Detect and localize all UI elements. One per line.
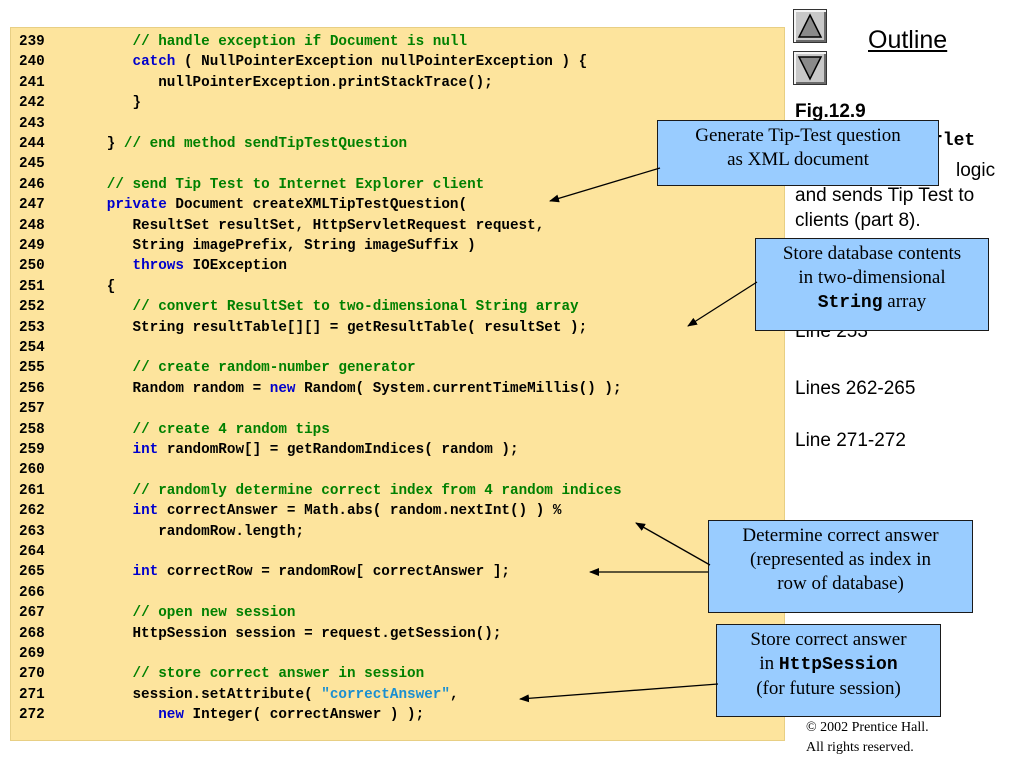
line-number: 241 xyxy=(19,74,45,91)
code-text: // open new session xyxy=(132,605,296,622)
line-number: 256 xyxy=(19,380,45,397)
code-text: nullPointerException.printStackTrace(); xyxy=(81,74,493,91)
code-text: new Integer( correctAnswer ) ); xyxy=(158,707,425,724)
line-number: 246 xyxy=(19,176,45,193)
line-number: 260 xyxy=(19,462,45,479)
line-number: 254 xyxy=(19,340,45,356)
outline-title[interactable]: Outline xyxy=(868,26,948,54)
code-text: // create 4 random tips xyxy=(132,421,330,438)
line-number: 259 xyxy=(19,442,45,458)
code-text: randomRow.length; xyxy=(81,523,305,540)
callout-generate-xml: Generate Tip-Test question as XML docume… xyxy=(657,120,939,186)
line-number: 258 xyxy=(19,421,45,438)
code-text: String imagePrefix, String imageSuffix ) xyxy=(81,238,476,254)
code-text: private Document createXMLTipTestQuestio… xyxy=(106,197,468,214)
line-number: 247 xyxy=(19,197,45,214)
line-number: 251 xyxy=(19,278,45,295)
line-number: 257 xyxy=(19,401,45,418)
code-text: } // end method sendTipTestQuestion xyxy=(81,136,408,152)
line-number: 242 xyxy=(19,95,45,112)
code-text: int randomRow[] = getRandomIndices( rand… xyxy=(132,442,519,458)
triangle-up-icon xyxy=(797,13,823,38)
callout-correct-answer: Determine correct answer (represented as… xyxy=(708,520,973,613)
line-number: 243 xyxy=(19,115,45,132)
line-number: 245 xyxy=(19,156,45,173)
code-text: catch ( NullPointerException nullPointer… xyxy=(132,54,588,71)
code-text: Random random = new Random( System.curre… xyxy=(81,380,622,397)
code-text: HttpSession session = request.getSession… xyxy=(81,625,502,642)
line-number: 250 xyxy=(19,258,45,275)
line-number: 253 xyxy=(19,319,45,336)
line-number: 244 xyxy=(19,136,45,152)
callout-store-database: Store database contents in two-dimension… xyxy=(755,238,989,331)
line-number: 271 xyxy=(19,686,45,703)
line-number: 248 xyxy=(19,217,45,234)
triangle-down-icon xyxy=(797,56,823,81)
line-number: 255 xyxy=(19,360,45,377)
code-text: { xyxy=(81,278,116,295)
line-number: 262 xyxy=(19,503,45,520)
line-number: 270 xyxy=(19,666,45,683)
line-number: 269 xyxy=(19,646,45,662)
code-text: session.setAttribute( "correctAnswer", xyxy=(81,686,459,703)
code-listing: 239 // handle exception if Document is n… xyxy=(10,27,785,741)
code-text: // randomly determine correct index from… xyxy=(132,482,622,499)
line-number: 263 xyxy=(19,523,45,540)
figure-caption: Fig.12.9 xyxy=(795,101,866,122)
line-number: 267 xyxy=(19,605,45,622)
code-text: // handle exception if Document is null xyxy=(132,34,468,50)
line-number: 266 xyxy=(19,584,45,601)
line-number: 265 xyxy=(19,564,45,581)
code-text: // store correct answer in session xyxy=(132,666,425,683)
figure-desc-3: clients (part 8). xyxy=(795,210,921,231)
next-slide-button[interactable] xyxy=(793,51,827,85)
code-text: String resultTable[][] = getResultTable(… xyxy=(81,319,588,336)
line-number: 239 xyxy=(19,34,45,50)
line-number: 272 xyxy=(19,707,45,724)
code-text: // send Tip Test to Internet Explorer cl… xyxy=(106,176,485,193)
code-text: } xyxy=(81,95,142,112)
code-text: // convert ResultSet to two-dimensional … xyxy=(132,299,579,316)
line-number: 240 xyxy=(19,54,45,71)
line-number: 261 xyxy=(19,482,45,499)
line-number: 252 xyxy=(19,299,45,316)
line-number: 249 xyxy=(19,238,45,254)
code-text: // create random-number generator xyxy=(132,360,416,377)
servlet-name: rlet xyxy=(932,131,976,151)
line-ref-262: Lines 262-265 xyxy=(795,378,916,399)
code-text: ResultSet resultSet, HttpServletRequest … xyxy=(81,217,545,234)
code-text: int correctAnswer = Math.abs( random.nex… xyxy=(132,503,562,520)
line-number: 268 xyxy=(19,625,45,642)
figure-desc-1: logic xyxy=(956,160,996,181)
callout-http-session: Store correct answer in HttpSession (for… xyxy=(716,624,941,717)
figure-desc-2: and sends Tip Test to xyxy=(795,185,975,206)
copyright: © 2002 Prentice Hall. All rights reserve… xyxy=(806,720,929,755)
line-ref-271: Line 271-272 xyxy=(795,430,906,451)
code-text: throws IOException xyxy=(132,258,287,275)
line-number: 264 xyxy=(19,544,45,560)
previous-slide-button[interactable] xyxy=(793,9,827,43)
code-text: int correctRow = randomRow[ correctAnswe… xyxy=(132,564,510,581)
